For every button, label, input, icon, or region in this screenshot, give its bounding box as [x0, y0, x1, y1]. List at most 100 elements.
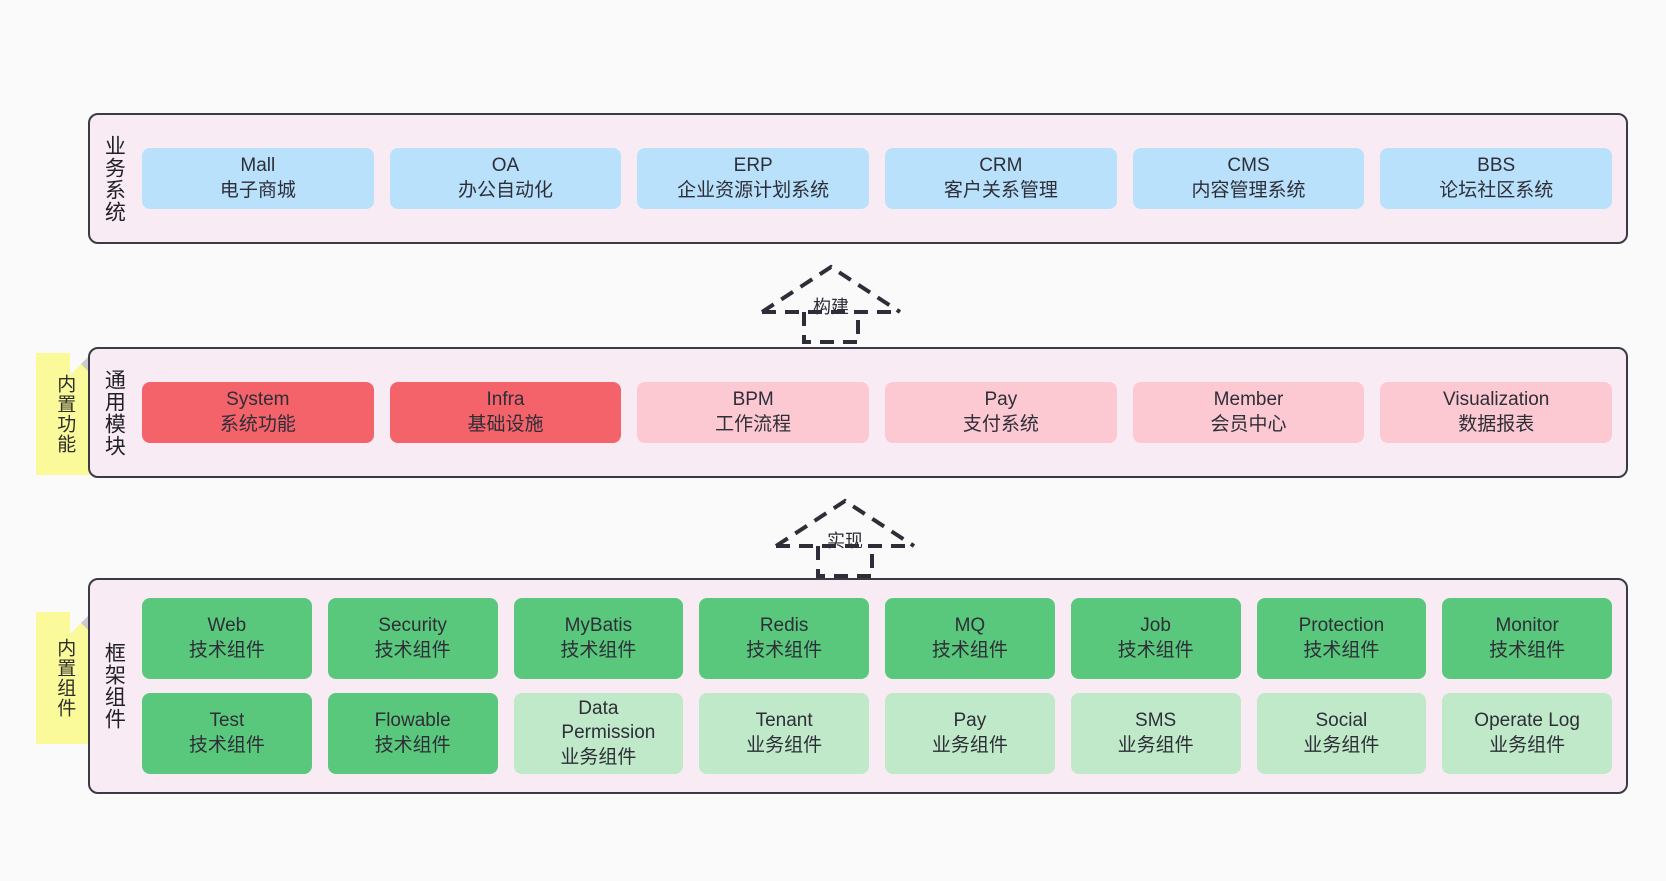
- node-pay-component-en: Pay: [953, 710, 987, 732]
- node-visualization[interactable]: Visualization 数据报表: [1380, 382, 1613, 443]
- node-oa-cn: 办公自动化: [458, 179, 554, 201]
- node-visualization-cn: 数据报表: [1458, 413, 1535, 435]
- node-bpm[interactable]: BPM 工作流程: [637, 382, 870, 443]
- node-security[interactable]: Security 技术组件: [327, 598, 498, 679]
- node-test-cn: 技术组件: [188, 734, 265, 756]
- node-cms-en: CMS: [1227, 155, 1270, 177]
- node-erp[interactable]: ERP 企业资源计划系统: [637, 148, 870, 209]
- node-oa[interactable]: OA 办公自动化: [389, 148, 622, 209]
- node-security-cn: 技术组件: [374, 639, 451, 661]
- node-member-cn: 会员中心: [1210, 413, 1287, 435]
- node-mall-en: Mall: [240, 155, 276, 177]
- node-bpm-en: BPM: [732, 389, 774, 411]
- node-bbs-cn: 论坛社区系统: [1439, 179, 1554, 201]
- node-social-cn: 业务组件: [1303, 734, 1380, 756]
- node-tenant[interactable]: Tenant 业务组件: [699, 693, 869, 774]
- node-infra-cn: 基础设施: [467, 413, 544, 435]
- node-job[interactable]: Job 技术组件: [1070, 598, 1241, 679]
- node-bbs[interactable]: BBS 论坛社区系统: [1380, 148, 1613, 209]
- node-system-cn: 系统功能: [219, 413, 296, 435]
- node-web-cn: 技术组件: [188, 639, 265, 661]
- node-erp-en: ERP: [733, 155, 773, 177]
- node-monitor-cn: 技术组件: [1489, 639, 1566, 661]
- node-pay-component-cn: 业务组件: [931, 734, 1008, 756]
- general-modules-row: System 系统功能 Infra 基础设施 BPM 工作流程 Pay 支付系统…: [142, 382, 1613, 443]
- layer-business-systems: 业务系统 Mall 电子商城 OA 办公自动化 ERP 企业资源计划系统 CRM…: [88, 113, 1628, 244]
- layer-general-modules: 通用模块 System 系统功能 Infra 基础设施 BPM 工作流程 Pay…: [88, 347, 1628, 478]
- node-tenant-cn: 业务组件: [746, 734, 823, 756]
- node-job-cn: 技术组件: [1117, 639, 1194, 661]
- node-flowable-en: Flowable: [374, 710, 451, 732]
- node-crm[interactable]: CRM 客户关系管理: [885, 148, 1117, 209]
- framework-biz-row: Test 技术组件 Flowable 技术组件 Data Permission …: [142, 693, 1612, 774]
- node-mybatis[interactable]: MyBatis 技术组件: [513, 598, 684, 679]
- node-cms[interactable]: CMS 内容管理系统: [1132, 148, 1365, 209]
- node-oa-en: OA: [491, 155, 520, 177]
- connector-build-arrow: [756, 262, 906, 344]
- node-system[interactable]: System 系统功能: [142, 382, 374, 443]
- node-mall[interactable]: Mall 电子商城: [142, 148, 374, 209]
- node-mall-cn: 电子商城: [219, 179, 296, 201]
- node-infra[interactable]: Infra 基础设施: [389, 382, 622, 443]
- node-bpm-cn: 工作流程: [715, 413, 792, 435]
- node-mybatis-en: MyBatis: [564, 615, 633, 637]
- note-fold-corner-icon: [70, 353, 92, 375]
- layer-framework-components-title: 框架组件: [102, 642, 126, 730]
- node-pay-module[interactable]: Pay 支付系统: [885, 382, 1117, 443]
- node-flowable[interactable]: Flowable 技术组件: [327, 693, 498, 774]
- node-tenant-en: Tenant: [755, 710, 813, 732]
- node-redis-en: Redis: [759, 615, 809, 637]
- node-social-en: Social: [1315, 710, 1368, 732]
- node-monitor-en: Monitor: [1495, 615, 1559, 637]
- node-mq[interactable]: MQ 技术组件: [885, 598, 1055, 679]
- node-operate-log[interactable]: Operate Log 业务组件: [1442, 693, 1612, 774]
- note-builtin-components: 内置组件: [36, 612, 92, 744]
- layer-general-modules-title: 通用模块: [102, 368, 126, 457]
- node-web[interactable]: Web 技术组件: [142, 598, 312, 679]
- node-pay-module-en: Pay: [984, 389, 1018, 411]
- node-member[interactable]: Member 会员中心: [1132, 382, 1365, 443]
- node-pay-component[interactable]: Pay 业务组件: [885, 693, 1055, 774]
- node-visualization-en: Visualization: [1443, 389, 1550, 411]
- node-social[interactable]: Social 业务组件: [1256, 693, 1427, 774]
- connector-implement-label: 实现: [827, 531, 863, 551]
- node-operate-log-cn: 业务组件: [1489, 734, 1566, 756]
- node-monitor[interactable]: Monitor 技术组件: [1442, 598, 1612, 679]
- node-data-permission-en: Data Permission: [561, 698, 656, 744]
- node-security-en: Security: [378, 615, 447, 637]
- business-systems-row: Mall 电子商城 OA 办公自动化 ERP 企业资源计划系统 CRM 客户关系…: [142, 148, 1613, 209]
- node-web-en: Web: [207, 615, 247, 637]
- node-test[interactable]: Test 技术组件: [142, 693, 312, 774]
- node-data-permission-cn: 业务组件: [560, 746, 637, 768]
- layer-business-systems-title: 业务系统: [102, 134, 126, 223]
- node-operate-log-en: Operate Log: [1474, 710, 1580, 732]
- note-builtin-functions-label: 内置功能: [54, 374, 76, 454]
- layer-framework-components-body: Web 技术组件 Security 技术组件 MyBatis 技术组件 Redi…: [136, 580, 1626, 792]
- node-member-en: Member: [1213, 389, 1284, 411]
- node-cms-cn: 内容管理系统: [1191, 179, 1306, 201]
- node-pay-module-cn: 支付系统: [962, 413, 1039, 435]
- node-erp-cn: 企业资源计划系统: [677, 179, 830, 201]
- node-bbs-en: BBS: [1477, 155, 1516, 177]
- node-mybatis-cn: 技术组件: [560, 639, 637, 661]
- node-crm-cn: 客户关系管理: [943, 179, 1058, 201]
- node-system-en: System: [226, 389, 290, 411]
- node-mq-en: MQ: [954, 615, 986, 637]
- layer-general-modules-body: System 系统功能 Infra 基础设施 BPM 工作流程 Pay 支付系统…: [136, 349, 1626, 476]
- connector-build-label: 构建: [813, 297, 849, 317]
- node-sms[interactable]: SMS 业务组件: [1070, 693, 1241, 774]
- node-sms-cn: 业务组件: [1117, 734, 1194, 756]
- node-protection-cn: 技术组件: [1303, 639, 1380, 661]
- connector-implement-arrow: [770, 496, 920, 578]
- node-data-permission[interactable]: Data Permission 业务组件: [513, 693, 684, 774]
- node-protection[interactable]: Protection 技术组件: [1256, 598, 1427, 679]
- node-flowable-cn: 技术组件: [374, 734, 451, 756]
- node-sms-en: SMS: [1135, 710, 1177, 732]
- note-fold-corner-icon: [70, 612, 92, 634]
- node-redis[interactable]: Redis 技术组件: [699, 598, 869, 679]
- node-mq-cn: 技术组件: [931, 639, 1008, 661]
- framework-tech-row: Web 技术组件 Security 技术组件 MyBatis 技术组件 Redi…: [142, 598, 1612, 679]
- node-crm-en: CRM: [979, 155, 1023, 177]
- node-redis-cn: 技术组件: [746, 639, 823, 661]
